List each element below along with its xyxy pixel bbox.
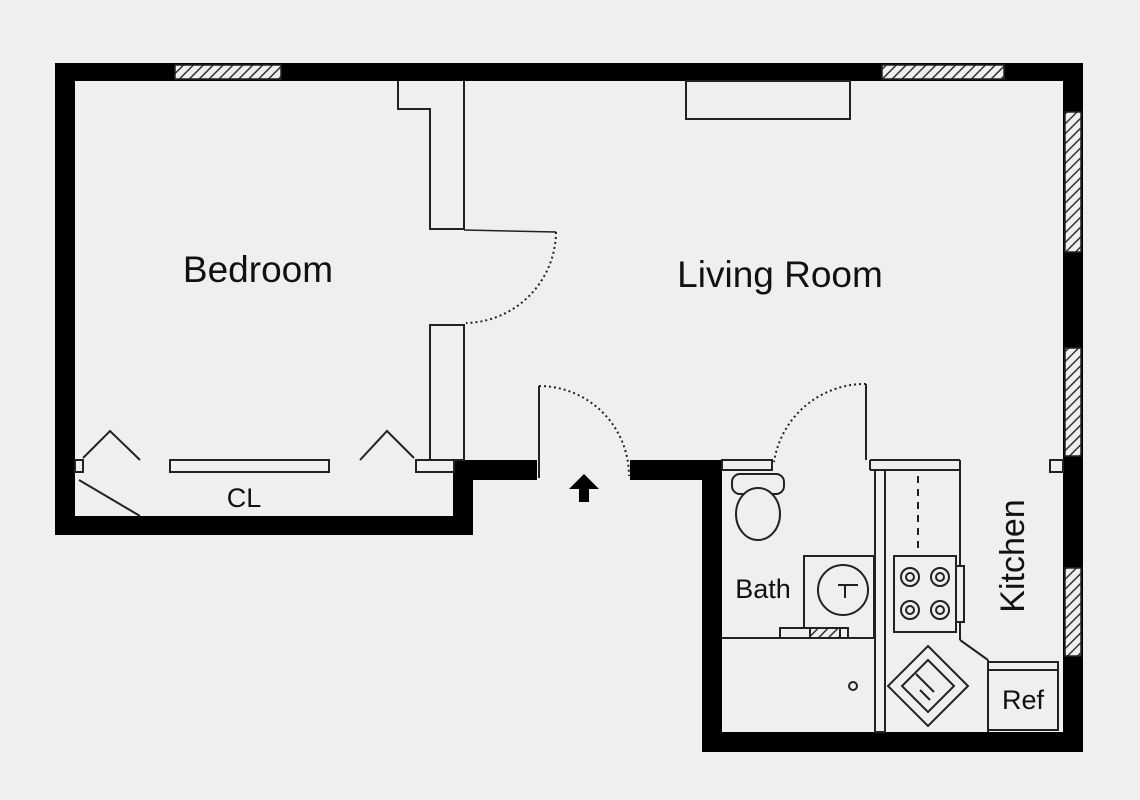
window-bedroom [174,64,282,80]
living-room-built-in [685,80,851,120]
entrance-door [538,385,630,478]
window-right-lower [1064,567,1082,657]
closet [74,429,415,517]
window-living-top [881,64,1005,80]
window-right-middle [1064,347,1082,457]
refrigerator [987,661,1059,731]
bathtub [722,627,875,691]
bath-sink-icon [803,555,875,639]
living-room-label: Living Room [677,254,883,295]
bedroom-partition [397,81,465,473]
bath-label: Bath [735,574,791,604]
entrance-arrow-icon [569,474,599,502]
window-right-upper [1064,111,1082,253]
bedroom-door [463,229,557,324]
kitchen-label: Kitchen [994,499,1032,612]
windows [174,64,1082,657]
kitchen-sink-icon [886,644,970,728]
stove-icon [893,555,965,633]
refrigerator-label: Ref [1002,685,1045,715]
toilet-icon [731,473,785,541]
bedroom-label: Bedroom [183,249,333,290]
bathroom-door [773,382,867,463]
closet-label: CL [227,483,262,513]
